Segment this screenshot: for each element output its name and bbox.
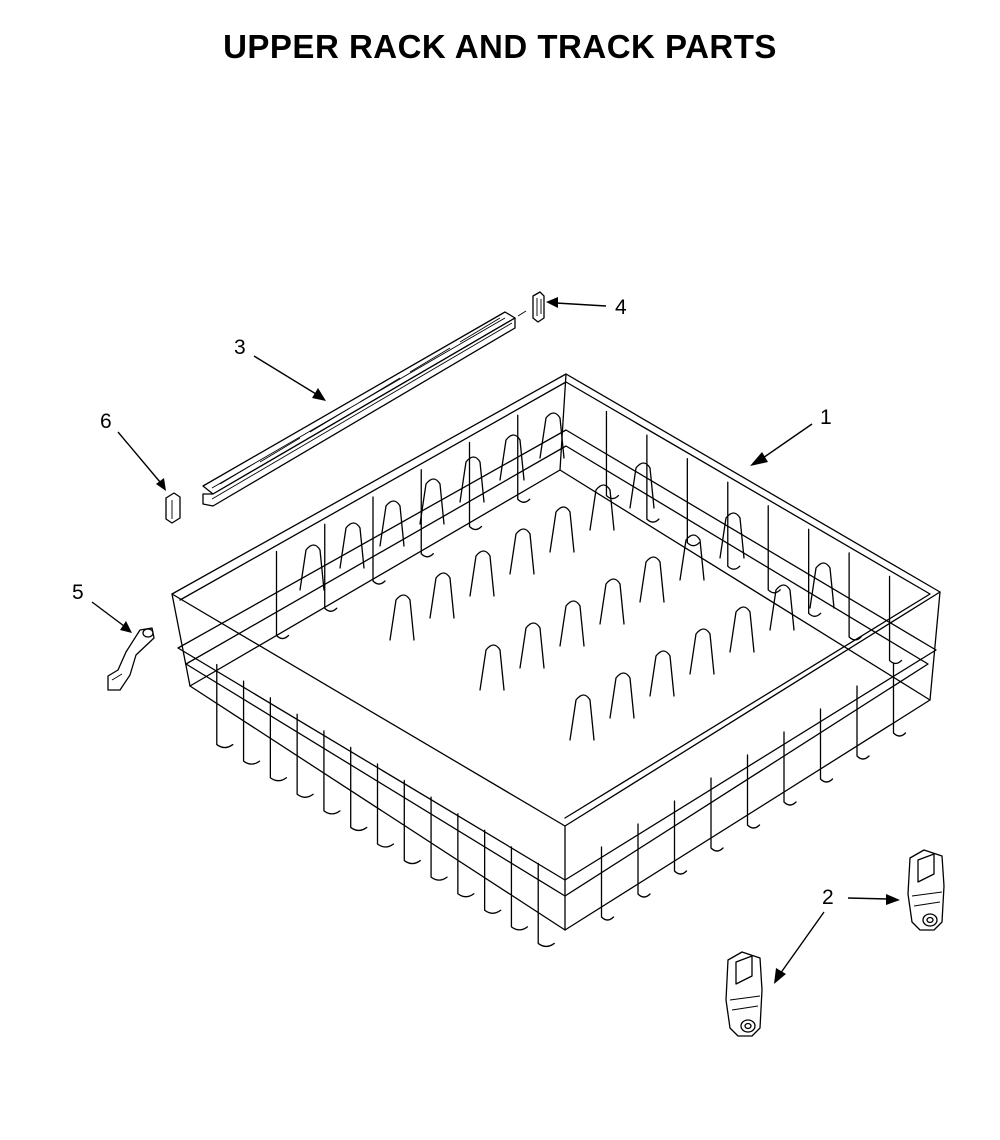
callout-6: 6 — [100, 410, 112, 433]
page-title: UPPER RACK AND TRACK PARTS — [223, 28, 777, 65]
rack-adjuster-part — [107, 627, 155, 691]
callout-4: 4 — [615, 296, 627, 319]
end-stop-clip-part — [532, 291, 545, 323]
leader-2-front — [774, 911, 825, 984]
track-rail-part — [202, 310, 527, 507]
rail-cap-part — [165, 492, 181, 524]
callout-2: 2 — [822, 886, 834, 909]
leader-3 — [253, 355, 326, 401]
leader-5 — [91, 601, 132, 633]
upper-rack-part — [171, 373, 941, 948]
wheel-carrier-part-rear — [907, 849, 945, 931]
leader-4 — [546, 297, 607, 308]
leader-6 — [117, 431, 166, 491]
callout-5: 5 — [72, 581, 84, 604]
wheel-carrier-part-front — [725, 951, 763, 1037]
callout-1: 1 — [820, 406, 832, 429]
leader-1 — [750, 423, 813, 466]
callout-3: 3 — [234, 336, 246, 359]
leader-2-rear — [847, 894, 900, 905]
